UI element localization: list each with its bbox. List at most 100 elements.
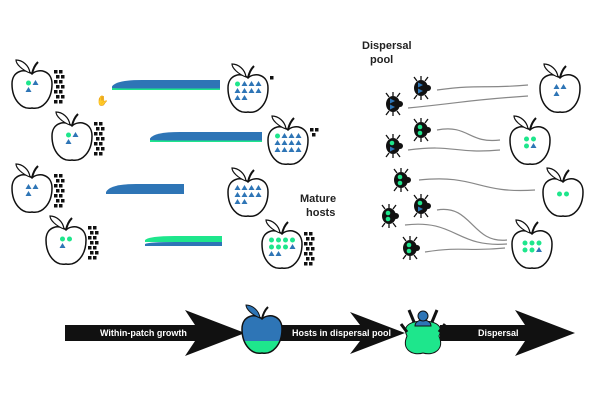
mite-dot	[95, 231, 99, 235]
mature-host-apple	[227, 63, 269, 114]
blue-genotype-mark	[281, 147, 288, 152]
green-genotype-mark	[26, 80, 31, 86]
green-genotype-mark	[276, 244, 281, 250]
mite-dot	[96, 147, 100, 151]
mite-dot	[99, 132, 103, 136]
blue-growth-segment	[145, 242, 222, 246]
mite-dot	[61, 189, 65, 193]
colonizing-mites	[94, 122, 105, 156]
mite-dot	[54, 184, 58, 188]
dispersal-path-line	[424, 247, 506, 253]
blue-genotype-mark	[248, 192, 255, 197]
blue-genotype-mark	[65, 139, 72, 144]
mite-dot	[59, 174, 63, 178]
blue-growth-segment	[106, 184, 184, 194]
mite-dot	[54, 174, 58, 178]
blue-genotype-mark	[234, 88, 241, 93]
green-genotype-mark	[283, 237, 288, 243]
mite-dot	[93, 236, 97, 240]
apple-outline	[509, 115, 551, 166]
green-genotype-mark	[522, 247, 528, 253]
mite-dot	[61, 95, 65, 99]
disperser-mite-icon	[381, 203, 400, 229]
blue-genotype-mark	[25, 184, 32, 189]
mite-dot	[309, 252, 313, 256]
mite-dot	[90, 241, 94, 245]
blue-genotype-mark	[248, 88, 255, 93]
mite-dot	[90, 251, 94, 255]
mature-hosts-label-1: Mature	[300, 193, 336, 205]
green-genotype-mark	[529, 247, 535, 253]
colonized-new-host-apple	[539, 63, 581, 114]
mite-dot	[309, 262, 313, 266]
mite-dot	[101, 127, 105, 131]
colonized-new-host-apple	[511, 219, 553, 270]
mite-dot	[101, 147, 105, 151]
green-genotype-mark	[524, 143, 529, 149]
emerging-mites	[304, 232, 315, 266]
mite-dot	[56, 179, 60, 183]
mature-hosts-label-2: hosts	[306, 207, 335, 219]
mite-dot	[306, 237, 310, 241]
blue-genotype-mark	[274, 140, 281, 145]
mite-dot	[88, 246, 92, 250]
disperser-mite-icon	[413, 75, 432, 101]
blue-growth-segment	[112, 80, 220, 89]
blue-growth-segment	[150, 132, 262, 141]
arrow-hosts-pool	[280, 312, 405, 354]
green-genotype-mark	[290, 237, 295, 243]
colonizing-mites	[54, 70, 65, 104]
mite-dot	[56, 189, 60, 193]
dispersal-pool-label-1: Dispersal	[362, 40, 412, 52]
blue-genotype-mark	[560, 84, 567, 89]
arrow-within-patch	[65, 310, 245, 356]
mite-dot	[306, 257, 310, 261]
apple-outline	[261, 219, 303, 270]
mite-dot	[304, 252, 308, 256]
green-genotype-mark	[66, 132, 71, 138]
mite-dot	[61, 75, 65, 79]
mite-dot	[54, 100, 58, 104]
green-genotype-mark	[417, 130, 423, 136]
mite-dot	[304, 262, 308, 266]
blue-genotype-mark	[241, 185, 248, 190]
blue-genotype-mark	[295, 140, 302, 145]
growth-bar	[112, 80, 220, 90]
mite-dot	[312, 133, 316, 137]
mite-dot	[306, 247, 310, 251]
apple-outline	[11, 59, 53, 110]
blue-genotype-mark	[32, 80, 39, 85]
mite-dot	[59, 80, 63, 84]
blue-genotype-mark	[390, 146, 395, 152]
green-genotype-mark	[536, 240, 542, 246]
blue-genotype-mark	[281, 133, 288, 138]
patches-layer	[11, 59, 319, 270]
mite-dot	[56, 85, 60, 89]
blue-genotype-mark	[418, 206, 423, 212]
timeline-stage-2: Hosts in dispersal pool	[292, 328, 391, 338]
disperser-mite-icon	[402, 235, 421, 261]
blue-genotype-mark	[281, 140, 288, 145]
dispersal-lines	[404, 84, 536, 253]
green-genotype-mark	[564, 191, 569, 197]
green-genotype-mark	[406, 248, 412, 254]
blue-genotype-mark	[241, 81, 248, 86]
disperser-mite-icon	[413, 117, 432, 143]
initial-host-apple	[11, 59, 53, 110]
mite-dot	[94, 132, 98, 136]
green-genotype-mark	[397, 180, 403, 186]
mite-dot	[311, 237, 315, 241]
mature-host-apple	[267, 115, 309, 166]
disperser-mite-icon	[385, 133, 404, 159]
green-genotype-mark	[406, 242, 412, 248]
green-genotype-mark	[276, 237, 281, 243]
colonizing-mites	[54, 174, 65, 208]
blue-genotype-mark	[255, 192, 262, 197]
blue-genotype-mark	[390, 98, 395, 104]
blue-genotype-mark	[234, 199, 241, 204]
mite-dot	[310, 128, 314, 132]
green-growth-segment	[145, 236, 222, 242]
green-genotype-mark	[60, 236, 65, 242]
green-genotype-mark	[385, 216, 391, 222]
mite-dot	[88, 226, 92, 230]
